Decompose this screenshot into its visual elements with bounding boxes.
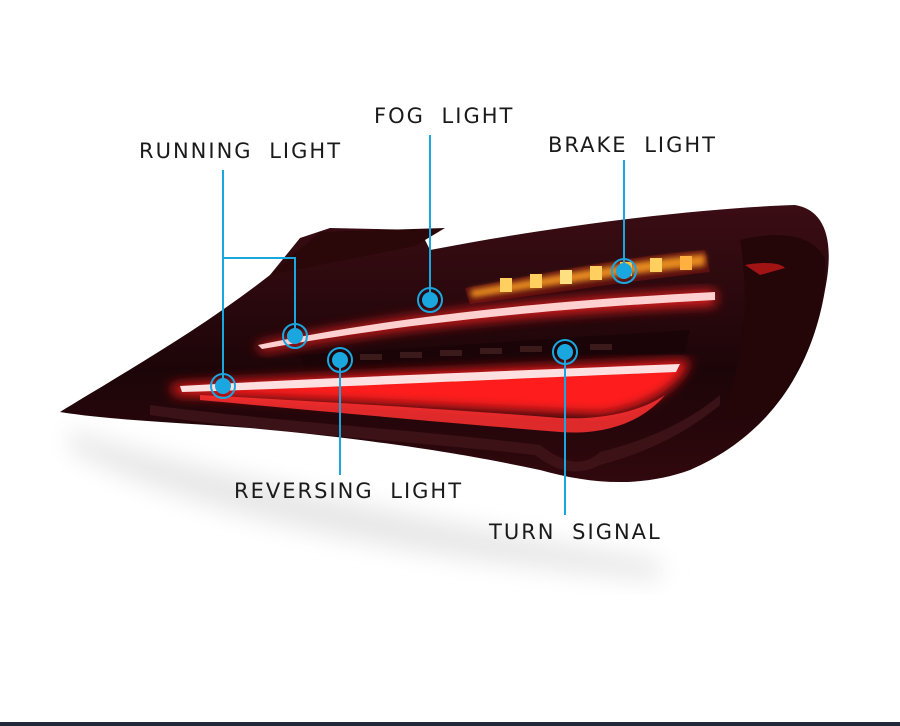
- reversing-light-label: REVERSING LIGHT: [234, 479, 464, 503]
- callout-lines: [222, 135, 625, 515]
- lower-light-strip: [170, 360, 690, 433]
- marker-running-light-upper: [282, 323, 308, 349]
- bottom-divider: [0, 722, 900, 726]
- lamp-housing: [60, 205, 829, 483]
- marker-running-light-lower: [210, 373, 236, 399]
- brake-light-label: BRAKE LIGHT: [548, 133, 718, 157]
- running-light-label: RUNNING LIGHT: [139, 139, 343, 163]
- marker-fog-light: [417, 287, 443, 313]
- turn-signal-bar: [300, 330, 690, 372]
- marker-turn-signal: [552, 339, 578, 365]
- marker-brake-light: [611, 258, 637, 284]
- marker-reversing-light: [327, 347, 353, 373]
- upper-light-strip: [255, 290, 716, 352]
- fog-light-label: FOG LIGHT: [374, 104, 515, 128]
- turn-signal-label: TURN SIGNAL: [489, 520, 662, 544]
- floor-reflection: [70, 430, 660, 580]
- brake-light-cluster: [465, 250, 710, 304]
